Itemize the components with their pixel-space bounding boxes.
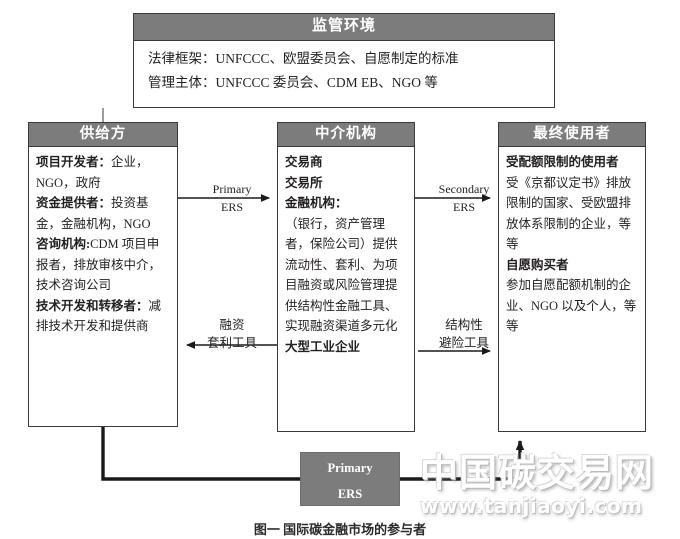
arrow-label-financing: 融资 套利工具	[186, 316, 278, 352]
intermediary-title: 中介机构	[278, 123, 414, 147]
primary-ers-box-line2: ERS	[337, 487, 363, 501]
regulatory-environment-box: 监管环境 法律框架：UNFCCC、欧盟委员会、自愿制定的标准 管理主体：UNFC…	[133, 13, 555, 108]
intermediary-body: 交易商 交易所 金融机构： （银行，资产管理者，保险公司）提供流动性、套利、为项…	[278, 147, 414, 361]
intermediary-box: 中介机构 交易商 交易所 金融机构： （银行，资产管理者，保险公司）提供流动性、…	[277, 122, 415, 432]
supply-side-body: 项目开发者：企业，NGO，政府 资金提供者：投资基金，金融机构，NGO 咨询机构…	[29, 147, 177, 341]
arrow-label-secondary-ers-line2: ERS	[452, 200, 475, 214]
arrow-label-primary-ers-line2: ERS	[220, 200, 243, 214]
supply-item-consultants-label: 咨询机构:	[36, 237, 91, 251]
intermediary-item-financial: 金融机构：	[285, 193, 407, 214]
primary-ers-box-line1: Primary	[327, 461, 373, 475]
regulatory-environment-title: 监管环境	[134, 14, 554, 41]
supply-item-tech: 技术开发和转移者：减排技术开发和提供商	[36, 296, 170, 337]
intermediary-item-financial-detail: （银行，资产管理者，保险公司）提供流动性、套利、为项目融资或风险管理提供结构性金…	[285, 216, 398, 334]
arrow-label-financing-line1: 融资	[219, 318, 245, 332]
supply-side-box: 供给方 项目开发者：企业，NGO，政府 资金提供者：投资基金，金融机构，NGO …	[28, 122, 178, 427]
arrow-label-secondary-ers: Secondary ERS	[418, 180, 510, 216]
supply-item-funders-text: 投资基金，金融机构，NGO	[36, 196, 151, 231]
supply-item-tech-label: 技术开发和转移者：	[36, 298, 149, 313]
supply-item-funders: 资金提供者：投资基金，金融机构，NGO	[36, 193, 170, 234]
supply-item-consultants: 咨询机构:CDM 项目申报者，排放审核中介，技术咨询公司	[36, 234, 170, 296]
arrow-label-structural: 结构性 避险工具	[418, 316, 510, 352]
arrow-label-primary-ers: Primary ERS	[186, 180, 278, 216]
supply-item-developers: 项目开发者：企业，NGO，政府	[36, 152, 170, 193]
end-user-item-capped-text: 受《京都议定书》排放限制的国家、受欧盟排放体系限制的企业，等等	[506, 175, 632, 252]
intermediary-item-financial-label: 金融机构：	[285, 196, 348, 210]
intermediary-item-industry: 大型工业企业	[285, 339, 361, 354]
arrow-label-financing-line2: 套利工具	[206, 336, 257, 350]
end-user-item-voluntary-label: 自愿购买者	[506, 257, 569, 272]
arrow-label-structural-line1: 结构性	[445, 318, 483, 332]
regulatory-environment-body: 法律框架：UNFCCC、欧盟委员会、自愿制定的标准 管理主体：UNFCCC 委员…	[134, 41, 554, 101]
regulatory-line-governance: 管理主体：UNFCCC 委员会、CDM EB、NGO 等	[148, 75, 438, 90]
end-user-title: 最终使用者	[499, 123, 645, 147]
supply-item-developers-label: 项目开发者：	[36, 155, 112, 169]
arrow-label-secondary-ers-line1: Secondary	[438, 182, 490, 196]
supply-item-funders-label: 资金提供者：	[36, 196, 112, 210]
intermediary-item-trader: 交易商	[285, 155, 323, 169]
primary-ers-box: Primary ERS	[300, 452, 400, 506]
end-user-item-capped-label: 受配额限制的使用者	[506, 155, 619, 169]
supply-side-title: 供给方	[29, 123, 177, 147]
arrow-label-structural-line2: 避险工具	[438, 336, 489, 350]
end-user-item-voluntary-text: 参加自愿配额机制的企业、NGO 以及个人，等等	[506, 278, 637, 333]
supply-item-tech-text: 减排技术开发和提供商	[36, 298, 162, 334]
end-user-box: 最终使用者 受配额限制的使用者 受《京都议定书》排放限制的国家、受欧盟排放体系限…	[498, 122, 646, 432]
end-user-body: 受配额限制的使用者 受《京都议定书》排放限制的国家、受欧盟排放体系限制的企业，等…	[499, 147, 645, 341]
regulatory-line-legal: 法律框架：UNFCCC、欧盟委员会、自愿制定的标准	[148, 51, 459, 66]
supply-item-developers-text: 企业，NGO，政府	[36, 155, 149, 190]
intermediary-item-exchange: 交易所	[285, 175, 323, 190]
arrow-label-primary-ers-line1: Primary	[212, 182, 252, 196]
supply-item-consultants-text: CDM 项目申报者，排放审核中介，技术咨询公司	[36, 237, 162, 292]
figure-caption: 图一 国际碳金融市场的参与者	[253, 522, 427, 537]
